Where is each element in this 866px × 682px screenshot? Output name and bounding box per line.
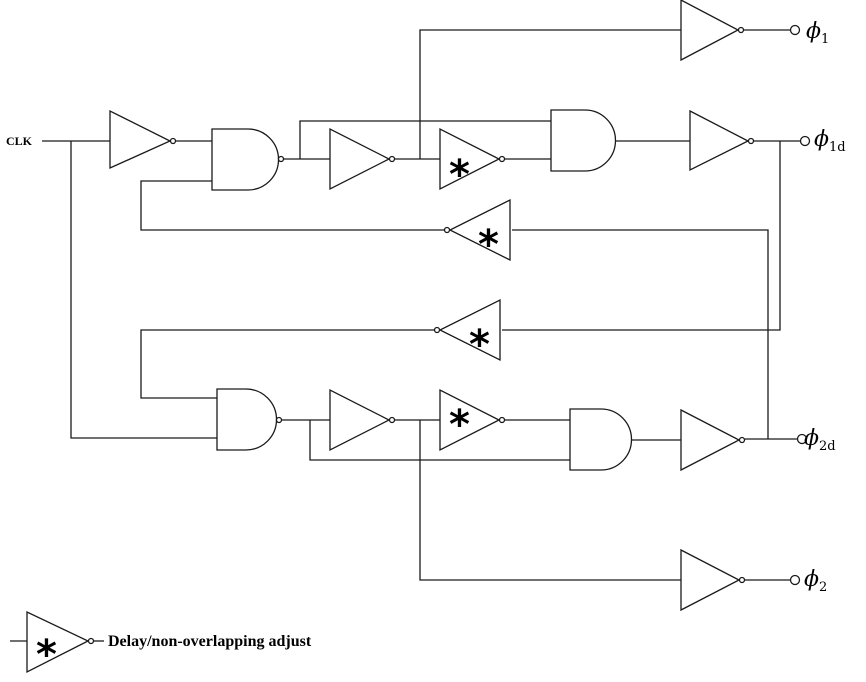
clk-inverter bbox=[109, 109, 177, 170]
upper-inverter bbox=[329, 127, 396, 191]
phi2-label: ϕ2 bbox=[804, 567, 827, 595]
phi1d-terminal bbox=[799, 135, 811, 147]
lower-inverter bbox=[329, 388, 396, 452]
phi2-terminal bbox=[789, 574, 801, 586]
wires bbox=[10, 29, 800, 642]
lower-delay-inverter: * bbox=[439, 388, 506, 452]
wire-upper-nand-to-and bbox=[299, 120, 551, 159]
lower-and-gate bbox=[569, 408, 633, 471]
clk-label: CLK bbox=[6, 134, 33, 148]
wire-clk-to-lower-nand bbox=[70, 141, 217, 439]
output-terminals bbox=[789, 24, 811, 586]
phi1d-buffer bbox=[689, 109, 755, 172]
legend: * Delay/non-overlapping adjust bbox=[26, 610, 312, 678]
delay-marker: * bbox=[449, 402, 470, 448]
upper-delay-inverter: * bbox=[439, 127, 506, 198]
wire-phi1d-feedback bbox=[502, 141, 781, 331]
wire-to-phi1-buffer bbox=[419, 29, 681, 159]
wire-feedback-to-lower-nand bbox=[140, 329, 437, 399]
wire-phi2d-feedback bbox=[512, 229, 769, 439]
phi2-buffer bbox=[680, 548, 746, 612]
phi1d-feedback-delay: * bbox=[433, 298, 501, 368]
phi1-label: ϕ1 bbox=[806, 19, 829, 47]
delay-marker: * bbox=[449, 152, 470, 198]
phi1-terminal bbox=[789, 24, 801, 36]
phi1-buffer bbox=[680, 0, 745, 62]
legend-marker: * bbox=[36, 632, 57, 678]
wire-lower-nand-to-and bbox=[309, 420, 570, 461]
phi2d-feedback-delay: * bbox=[443, 198, 511, 268]
legend-text: Delay/non-overlapping adjust bbox=[108, 633, 312, 650]
gates: * * * bbox=[109, 0, 755, 612]
phi2d-label: ϕ2d bbox=[804, 426, 836, 454]
lower-nand-gate bbox=[216, 388, 283, 451]
phi2d-buffer bbox=[680, 408, 746, 472]
delay-marker: * bbox=[469, 322, 490, 368]
phi1d-label: ϕ1d bbox=[814, 127, 846, 155]
wire-to-phi2-buffer bbox=[419, 420, 681, 581]
delay-marker: * bbox=[478, 222, 499, 268]
upper-nand-gate bbox=[211, 128, 285, 191]
upper-and-gate bbox=[550, 109, 617, 172]
legend-delay-symbol bbox=[26, 610, 90, 674]
phi2d-terminal bbox=[796, 433, 808, 445]
wire-feedback-to-upper-nand bbox=[140, 180, 447, 231]
